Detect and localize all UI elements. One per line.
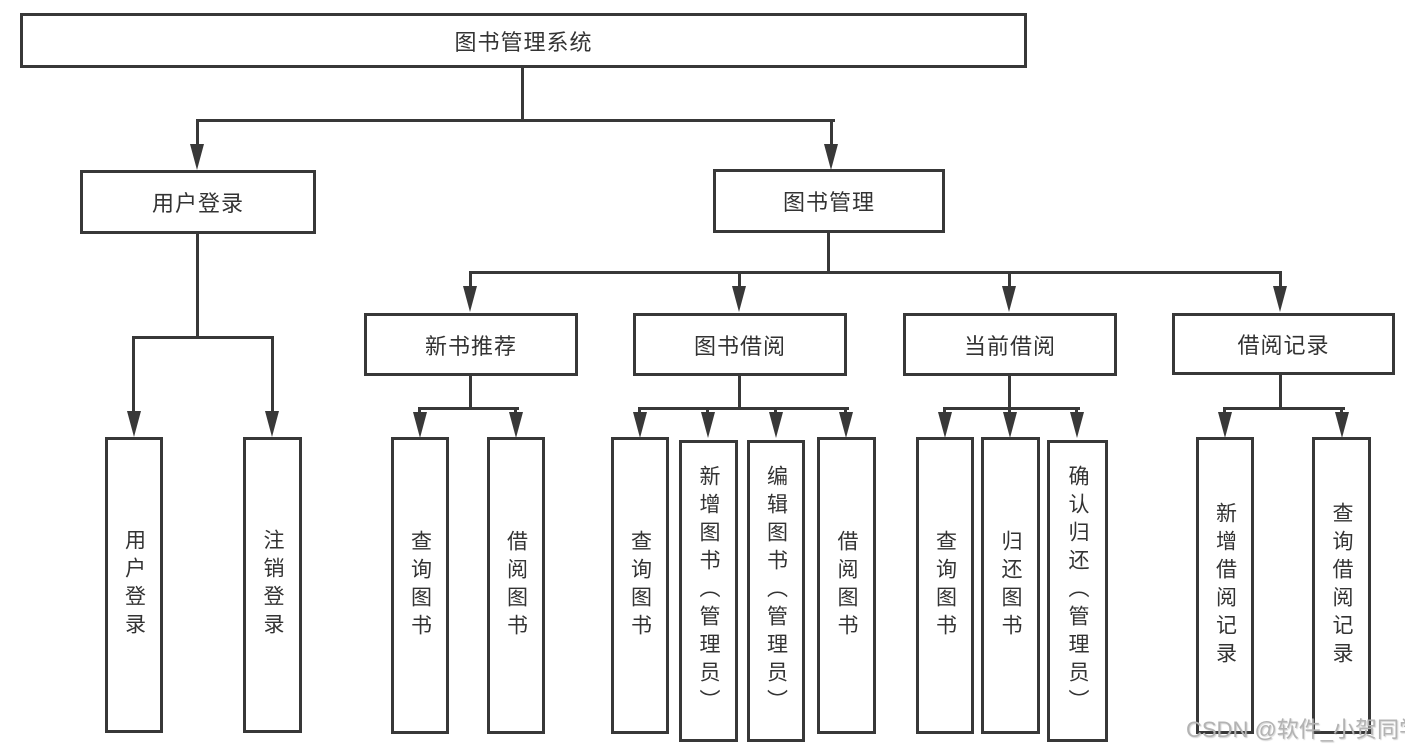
connector-bookmgmt-stub-1 — [469, 271, 472, 288]
connector-bookmgmt-split — [469, 271, 1282, 274]
arrow-down-recommend-borrow — [509, 412, 523, 438]
connector-records-stub-1 — [1223, 407, 1226, 415]
connector-borrowing-stub-3 — [774, 407, 777, 415]
node-borrow-records: 借阅记录 — [1172, 313, 1395, 375]
arrow-down-add-record — [1218, 412, 1232, 438]
connector-current-stub-2 — [1008, 407, 1011, 415]
arrow-down-borrowing-borrow — [839, 412, 853, 438]
connector-bookmgmt-stub-2 — [738, 271, 741, 288]
leaf-current-query-books-label: 查询图书 — [933, 529, 957, 642]
connector-root-drop — [521, 68, 524, 120]
node-new-book-recommend: 新书推荐 — [364, 313, 578, 376]
connector-borrowing-stub-1 — [638, 407, 641, 415]
leaf-add-borrow-record-label: 新增借阅记录 — [1213, 501, 1237, 670]
connector-userlogin-left-stub — [132, 336, 135, 413]
connector-current-drop — [1008, 376, 1011, 409]
arrow-down-confirm-return — [1070, 412, 1084, 438]
leaf-confirm-return-admin: 确认归还（管理员） — [1047, 440, 1108, 742]
leaf-recommend-borrow-books: 借阅图书 — [487, 437, 545, 734]
leaf-add-borrow-record: 新增借阅记录 — [1196, 437, 1254, 734]
connector-userlogin-drop — [196, 234, 199, 337]
node-current-borrowing-label: 当前借阅 — [963, 333, 1056, 359]
node-book-borrowing: 图书借阅 — [633, 313, 847, 376]
arrow-down-current-borrowing — [1002, 286, 1016, 312]
leaf-borrowing-query-books: 查询图书 — [611, 437, 669, 734]
connector-records-drop — [1279, 375, 1282, 409]
leaf-user-login-label: 用户登录 — [122, 529, 146, 641]
leaf-confirm-return-admin-label: 确认归还（管理员） — [1066, 465, 1089, 717]
connector-recommend-stub-1 — [418, 407, 421, 415]
connector-bookmgmt-stub-4 — [1279, 271, 1282, 288]
leaf-edit-book-admin-label: 编辑图书（管理员） — [764, 465, 788, 717]
leaf-borrowing-borrow-books-label: 借阅图书 — [835, 529, 858, 642]
leaf-logout: 注销登录 — [243, 437, 302, 733]
arrow-down-return-books — [1003, 412, 1017, 438]
leaf-edit-book-admin: 编辑图书（管理员） — [747, 440, 805, 742]
connector-recommend-stub-2 — [514, 407, 517, 415]
arrow-down-leaf-user-login — [127, 411, 141, 437]
connector-current-split — [943, 407, 1080, 410]
connector-bookmgmt-stub-3 — [1008, 271, 1011, 288]
connector-bookmgmt-drop — [827, 233, 830, 274]
node-user-login: 用户登录 — [80, 170, 316, 234]
connector-root-split — [196, 119, 835, 122]
node-book-borrowing-label: 图书借阅 — [693, 333, 786, 359]
connector-recommend-drop — [469, 376, 472, 409]
arrow-down-edit-book — [769, 412, 783, 438]
leaf-borrowing-query-books-label: 查询图书 — [628, 529, 652, 642]
arrow-down-borrowing-query — [633, 412, 647, 438]
connector-borrowing-drop — [738, 376, 741, 409]
arrow-down-book-borrowing — [732, 286, 746, 312]
leaf-return-books: 归还图书 — [981, 437, 1040, 734]
connector-records-stub-2 — [1340, 407, 1343, 415]
connector-root-right-stub — [830, 119, 833, 146]
arrow-down-add-book — [701, 412, 715, 438]
leaf-query-borrow-record-label: 查询借阅记录 — [1330, 501, 1353, 670]
leaf-query-borrow-record: 查询借阅记录 — [1312, 437, 1371, 734]
connector-userlogin-split — [132, 336, 274, 339]
connector-borrowing-stub-4 — [844, 407, 847, 415]
arrow-down-query-record — [1335, 412, 1349, 438]
arrow-down-borrow-records — [1273, 286, 1287, 312]
connector-recommend-split — [418, 407, 519, 410]
arrow-down-user-login — [190, 144, 204, 170]
arrow-down-book-management — [824, 144, 838, 170]
node-library-system: 图书管理系统 — [20, 13, 1027, 68]
connector-current-stub-1 — [943, 407, 946, 415]
connector-records-split — [1223, 407, 1345, 410]
leaf-add-book-admin: 新增图书（管理员） — [679, 440, 738, 742]
node-book-management-label: 图书管理 — [782, 190, 875, 215]
leaf-user-login: 用户登录 — [105, 437, 163, 733]
leaf-borrowing-borrow-books: 借阅图书 — [817, 437, 876, 734]
leaf-recommend-query-books: 查询图书 — [391, 437, 449, 734]
leaf-add-book-admin-label: 新增图书（管理员） — [697, 465, 720, 717]
leaf-return-books-label: 归还图书 — [999, 529, 1022, 642]
node-borrow-records-label: 借阅记录 — [1237, 333, 1330, 358]
arrow-down-current-query — [938, 412, 952, 438]
leaf-recommend-borrow-books-label: 借阅图书 — [504, 529, 528, 642]
arrow-down-new-book-recommend — [463, 286, 477, 312]
leaf-current-query-books: 查询图书 — [916, 437, 974, 734]
node-new-book-recommend-label: 新书推荐 — [424, 333, 517, 359]
connector-borrowing-stub-2 — [706, 407, 709, 415]
connector-userlogin-right-stub — [271, 336, 274, 413]
connector-current-stub-3 — [1075, 407, 1078, 415]
watermark: CSDN @软件_小贺同学 — [1186, 717, 1405, 742]
connector-root-left-stub — [196, 119, 199, 146]
connector-borrowing-split — [638, 407, 849, 410]
leaf-logout-label: 注销登录 — [261, 529, 284, 641]
node-user-login-label: 用户登录 — [151, 191, 244, 216]
node-library-system-label: 图书管理系统 — [454, 29, 593, 55]
node-current-borrowing: 当前借阅 — [903, 313, 1117, 376]
node-book-management: 图书管理 — [713, 169, 945, 233]
leaf-recommend-query-books-label: 查询图书 — [408, 529, 432, 642]
arrow-down-leaf-logout — [265, 411, 279, 437]
arrow-down-recommend-query — [413, 412, 427, 438]
